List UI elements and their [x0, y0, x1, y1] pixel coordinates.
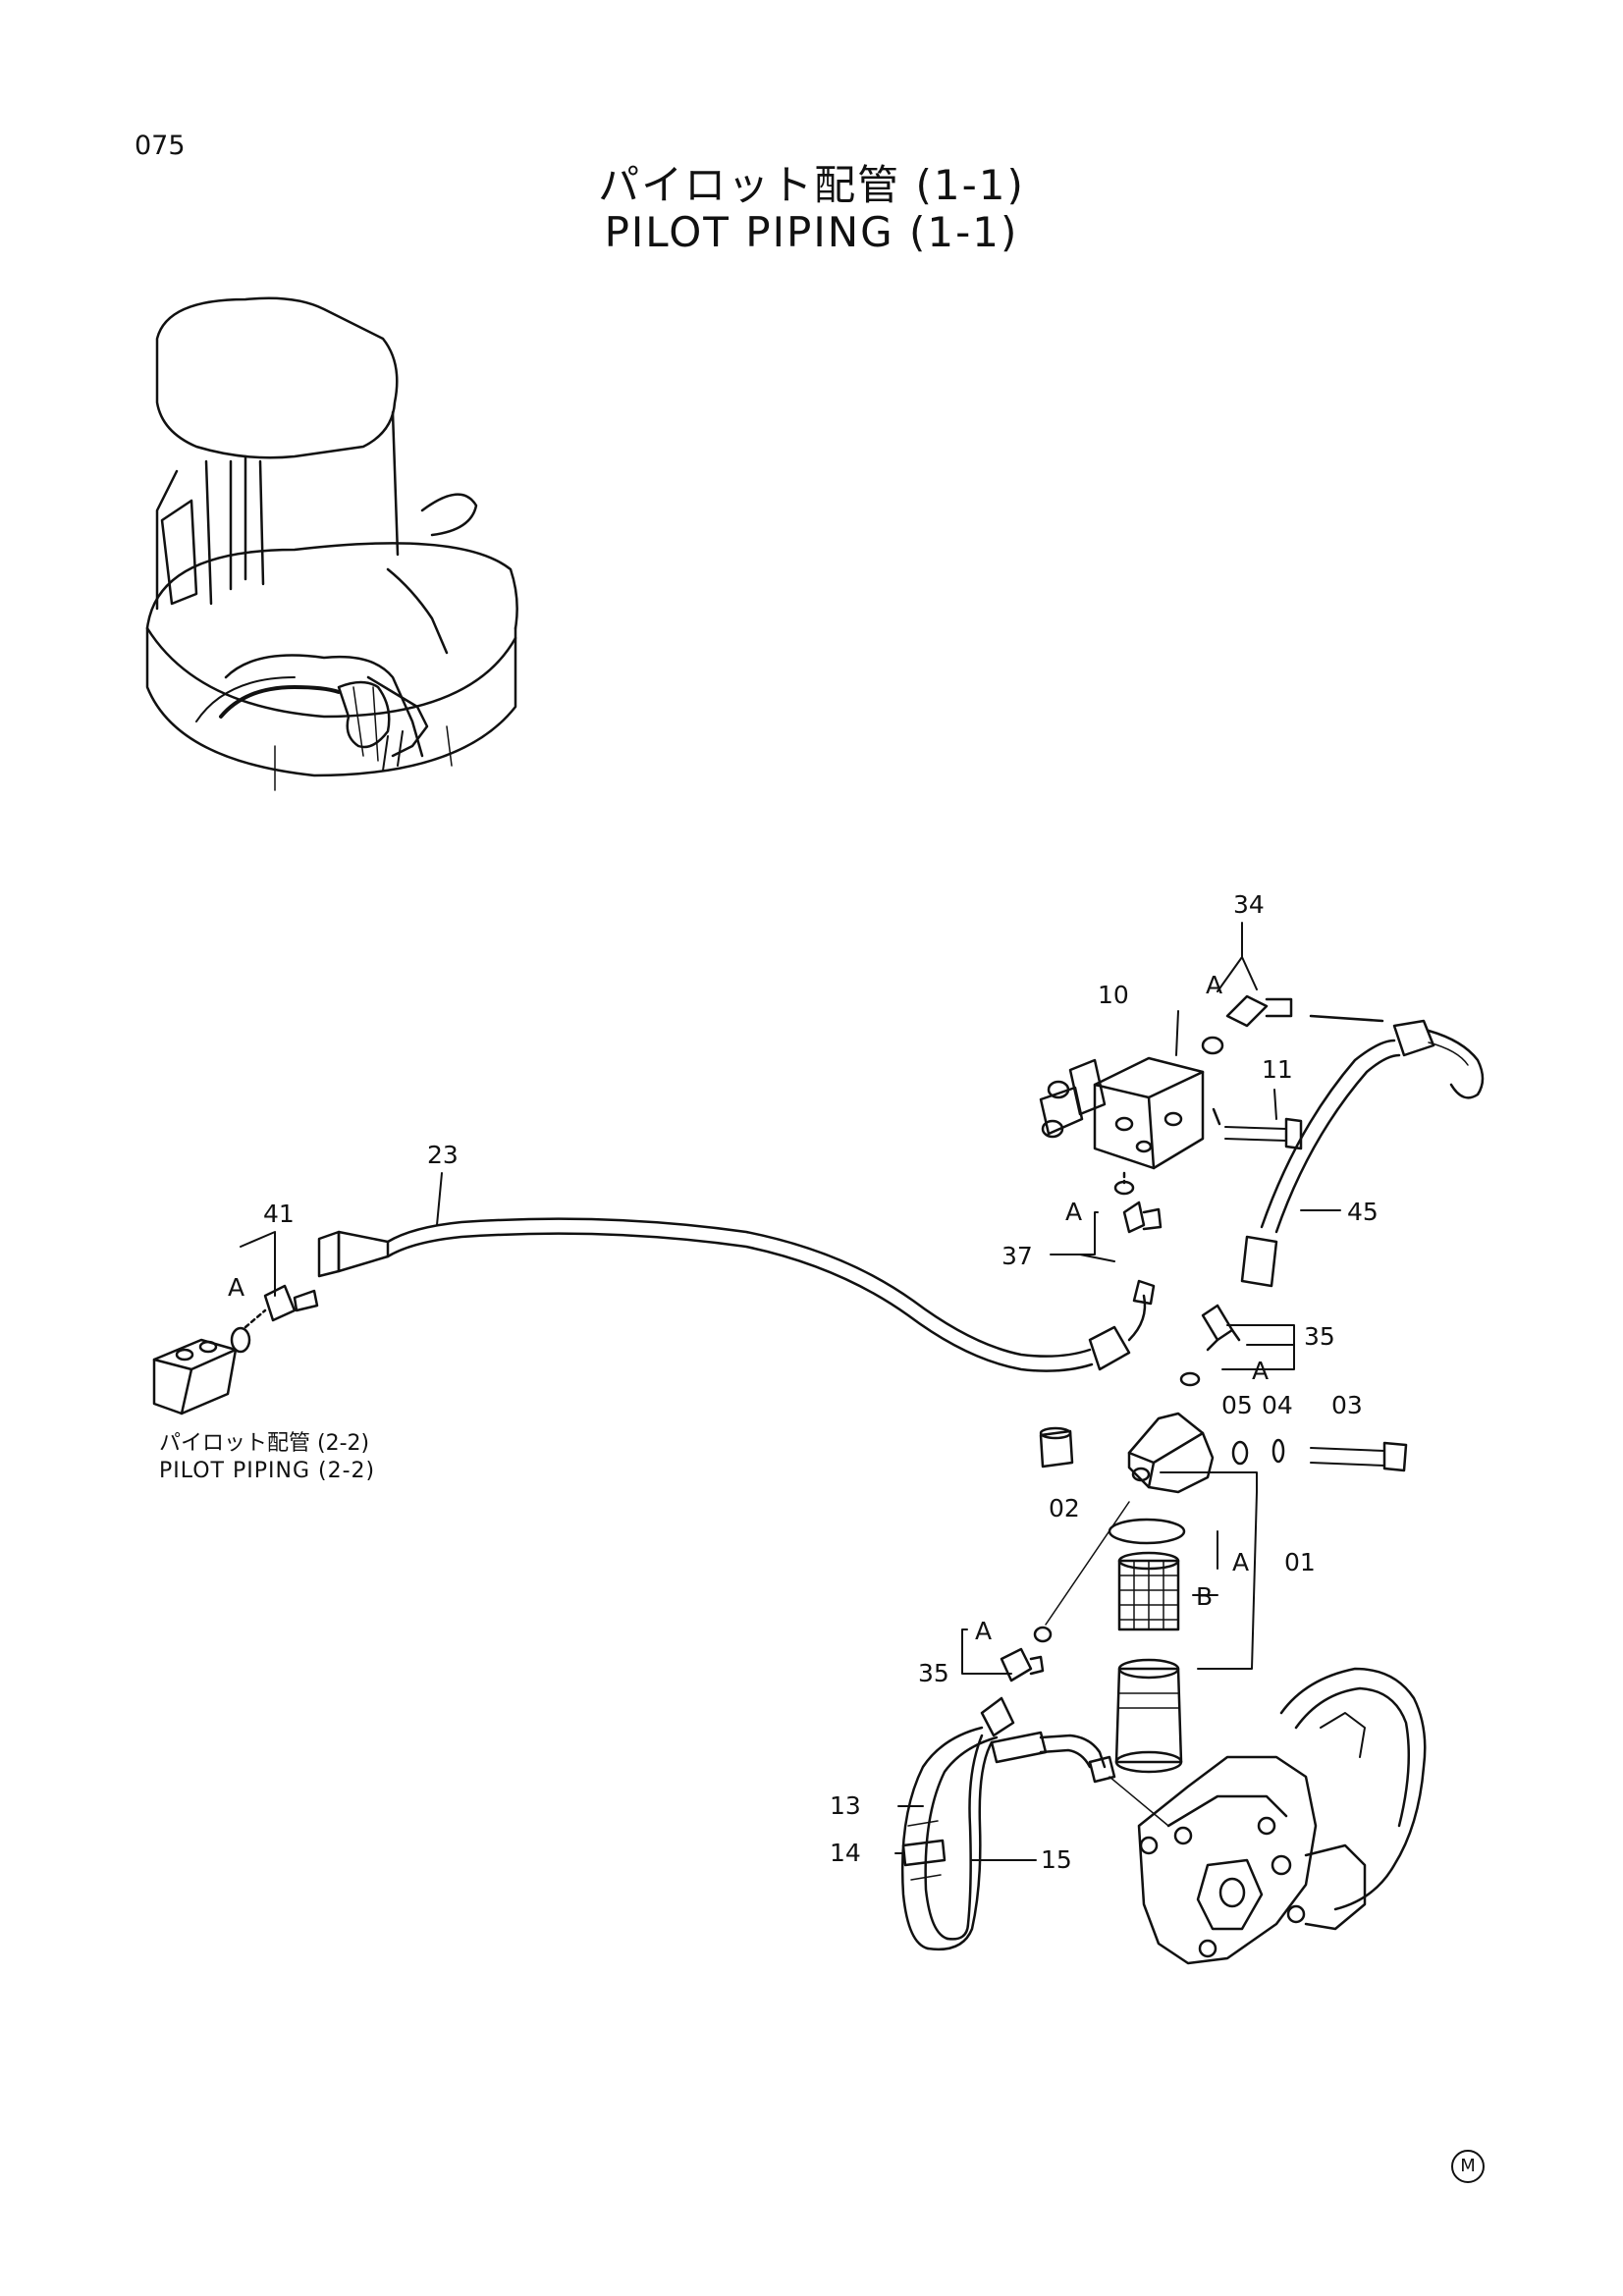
- callout-05: 05: [1221, 1391, 1253, 1419]
- reference-label-english: PILOT PIPING (2-2): [159, 1459, 376, 1483]
- letter-mark-a-01: A: [1232, 1548, 1249, 1576]
- callout-13: 13: [830, 1791, 861, 1820]
- letter-mark-a-35-lower: A: [975, 1617, 992, 1645]
- callout-11: 11: [1262, 1055, 1293, 1084]
- callout-35-lower: 35: [918, 1659, 949, 1687]
- callout-34: 34: [1233, 890, 1265, 919]
- letter-mark-a-35-upper: A: [1252, 1357, 1269, 1385]
- callout-leader-lines: [240, 922, 1341, 1861]
- callout-04: 04: [1262, 1391, 1293, 1419]
- callout-01: 01: [1284, 1548, 1316, 1576]
- hose-23: [317, 1217, 1156, 1372]
- hose-45: [1240, 1014, 1485, 1288]
- callout-labels: 34 10 11 23 41 45 37 35 05 04 03 02 01 3…: [228, 890, 1379, 1874]
- callout-23: 23: [427, 1141, 459, 1169]
- callout-45: 45: [1347, 1198, 1379, 1226]
- pilot-valve-10-assembly: [1039, 994, 1303, 1234]
- callout-14: 14: [830, 1839, 861, 1867]
- hoses-13-14-15: [900, 1696, 1116, 1951]
- page-title-japanese: パイロット配管 (1-1): [598, 161, 1025, 209]
- page-title-english: PILOT PIPING (1-1): [604, 208, 1019, 256]
- callout-41: 41: [263, 1200, 295, 1228]
- callout-35-upper: 35: [1304, 1322, 1335, 1351]
- letter-mark-a-34: A: [1206, 971, 1222, 999]
- callout-15: 15: [1041, 1845, 1072, 1874]
- hydraulic-pump-illustration: [1109, 1667, 1427, 1965]
- callout-03: 03: [1331, 1391, 1363, 1419]
- letter-mark-b-01: B: [1196, 1582, 1213, 1611]
- callout-02: 02: [1049, 1494, 1080, 1522]
- filter-assembly-01: [1039, 1412, 1408, 1774]
- page-number: 075: [135, 131, 186, 161]
- catalog-mark-circled: M: [1451, 2150, 1485, 2183]
- reference-label-japanese: パイロット配管 (2-2): [159, 1431, 370, 1456]
- connectors-35: [1000, 1304, 1241, 1682]
- fitting-41-assembly: [152, 1284, 319, 1415]
- callout-37: 37: [1001, 1242, 1033, 1270]
- letter-mark-a-41: A: [228, 1273, 244, 1302]
- letter-mark-a-37: A: [1065, 1198, 1082, 1226]
- machine-overview-illustration: [145, 296, 518, 791]
- callout-10: 10: [1098, 981, 1129, 1009]
